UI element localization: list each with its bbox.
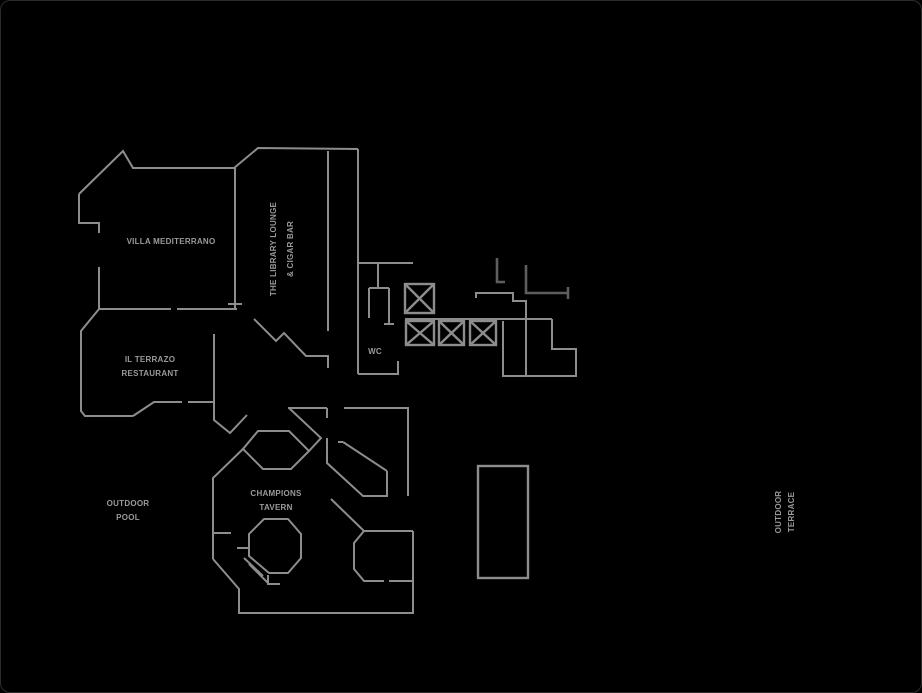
elevator-walls — [403, 282, 552, 347]
label-line: RESTAURANT — [121, 369, 179, 378]
elevator-box — [437, 319, 466, 347]
label-line: CHAMPIONS — [250, 489, 302, 498]
library-lounge-walls — [327, 149, 359, 374]
tavern-bar-octagon — [248, 518, 302, 574]
terrace-structure-walls — [476, 464, 530, 580]
elevator-box — [468, 319, 498, 347]
label-villa-mediterrano: VILLA MEDITERRANO — [126, 237, 216, 246]
tavern-stairs — [326, 438, 388, 497]
label-champions-tavern: CHAMPIONS TAVERN — [250, 487, 301, 515]
label-outdoor-pool: OUTDOOR POOL — [107, 497, 150, 525]
label-line: THE LIBRARY LOUNGE — [269, 201, 278, 297]
terrace-rectangle — [476, 464, 530, 580]
label-line: TERRACE — [787, 491, 796, 533]
elevator-box — [404, 319, 436, 347]
label-wc: WC — [368, 347, 382, 356]
label-line: OUTDOOR — [106, 499, 150, 508]
villa-mediterrano-walls — [78, 146, 359, 310]
label-line: POOL — [116, 513, 140, 522]
service-corridor-walls — [475, 258, 577, 377]
tavern-bar-hexagon — [241, 430, 311, 470]
label-il-terrazo-restaurant: IL TERRAZO RESTAURANT — [121, 353, 178, 381]
label-outdoor-terrace: OUTDOOR TERRACE — [772, 491, 798, 534]
label-line: OUTDOOR — [774, 490, 783, 534]
wc-walls — [358, 262, 413, 375]
elevator-box — [403, 282, 436, 315]
label-library-lounge: THE LIBRARY LOUNGE & CIGAR BAR — [265, 202, 299, 296]
label-line: TAVERN — [259, 503, 293, 512]
champions-tavern-walls — [212, 407, 414, 614]
il-terrazo-walls — [80, 308, 329, 435]
label-line: & CIGAR BAR — [286, 220, 295, 278]
label-line: IL TERRAZO — [124, 355, 176, 364]
tavern-side-room — [330, 498, 413, 582]
